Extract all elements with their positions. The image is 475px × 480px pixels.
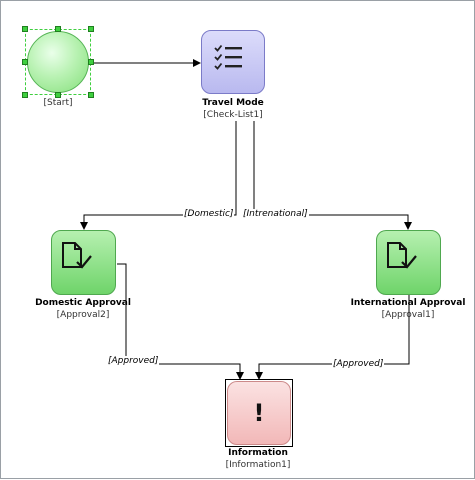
international-approval-node[interactable]: [376, 230, 441, 295]
information-node-frame: [225, 379, 293, 447]
international-approval-id: [Approval1]: [381, 310, 435, 320]
checklist-icon: [214, 44, 242, 70]
information-id: [Information1]: [225, 460, 291, 470]
resize-handle[interactable]: [88, 26, 94, 32]
document-check-icon: [387, 242, 417, 269]
resize-handle[interactable]: [55, 92, 61, 98]
edge-label-approved-right: [Approved]: [332, 359, 385, 370]
edge-travel-mode-to-international[interactable]: [253, 121, 412, 230]
travel-mode-title: Travel Mode: [202, 98, 264, 108]
resize-handle[interactable]: [88, 59, 94, 65]
resize-handle[interactable]: [22, 59, 28, 65]
domestic-approval-id: [Approval2]: [56, 310, 110, 320]
start-node-id: [Start]: [43, 98, 73, 108]
resize-handle[interactable]: [22, 92, 28, 98]
edge-travel-mode-to-domestic[interactable]: [80, 121, 237, 230]
document-check-icon: [62, 242, 92, 269]
exclamation-icon: !: [253, 399, 265, 427]
resize-handle[interactable]: [55, 26, 61, 32]
travel-mode-node[interactable]: [201, 30, 265, 94]
edge-label-international: [Intrenational]: [242, 209, 309, 220]
information-title: Information: [228, 448, 288, 458]
information-node[interactable]: !: [227, 381, 291, 445]
domestic-approval-title: Domestic Approval: [35, 298, 131, 308]
edge-label-domestic: [Domestic]: [183, 209, 235, 220]
international-approval-title: International Approval: [350, 298, 466, 308]
resize-handle[interactable]: [22, 26, 28, 32]
edge-label-approved-left: [Approved]: [107, 356, 160, 367]
start-node[interactable]: [27, 31, 89, 93]
resize-handle[interactable]: [88, 92, 94, 98]
travel-mode-id: [Check-List1]: [203, 110, 263, 120]
domestic-approval-node[interactable]: [51, 230, 116, 295]
